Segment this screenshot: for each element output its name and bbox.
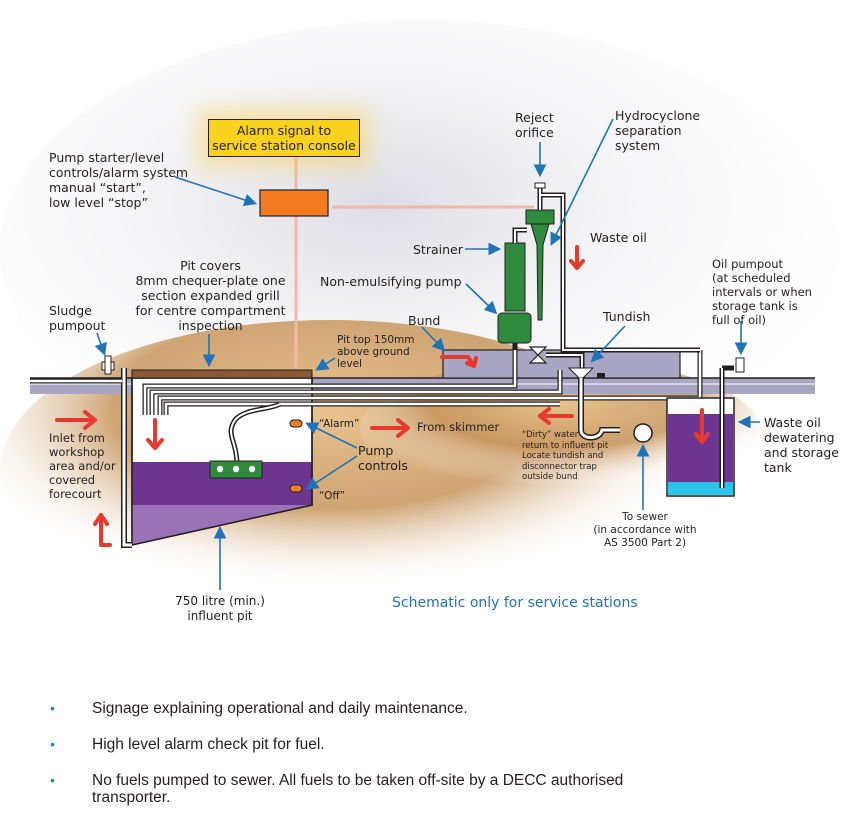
flow-arrow-tank (694, 408, 710, 444)
flow-arrow-bund (440, 355, 478, 368)
label-waste-oil-tank: Waste oil dewatering and storage tank (764, 415, 839, 475)
bullet-dot-icon: • (50, 772, 55, 788)
bullet-dot-icon: • (50, 700, 55, 716)
alarm-float (289, 419, 303, 428)
flow-arrow-inlet (55, 410, 97, 430)
oil-pumpout-fitting (735, 357, 745, 373)
callout-alarm-float (305, 422, 358, 449)
hydrocyclone-cone (530, 223, 550, 321)
bullet-item: •High level alarm check pit for fuel. (50, 736, 325, 753)
hydrocyclone-head (525, 209, 555, 225)
callout-pit-top (315, 357, 336, 371)
label-waste-oil: Waste oil (590, 230, 647, 245)
label-pump-controls: Pump controls (358, 443, 408, 473)
callout-bund (421, 326, 446, 352)
schematic-drawing (0, 20, 840, 620)
flow-arrow-dirty-water (538, 407, 574, 425)
tundish-and-trap (567, 367, 653, 443)
label-pump-starter: Pump starter/level controls/alarm system… (49, 150, 189, 210)
callout-arrows (94, 118, 760, 590)
waste-oil-storage-tank (666, 357, 745, 497)
bullet-item: •Signage explaining operational and dail… (50, 700, 468, 717)
label-dirty-water: “Dirty” water return to influent pit Loc… (522, 430, 609, 482)
callout-off-float (305, 455, 358, 490)
label-alarm-float: “Alarm” (319, 418, 360, 430)
label-inlet: Inlet from workshop area and/or covered … (49, 431, 116, 501)
bullet-list: •Signage explaining operational and dail… (0, 700, 850, 825)
label-strainer: Strainer (413, 242, 463, 257)
callout-pump (465, 283, 498, 315)
alarm-signal-box: Alarm signal to service station console (208, 119, 360, 157)
label-pit-top: Pit top 150mm above ground level (337, 334, 415, 370)
oil-water-separator-schematic: Alarm signal to service station console … (0, 20, 840, 623)
strainer (504, 242, 526, 312)
reject-orifice (534, 182, 546, 189)
label-oil-pumpout: Oil pumpout (at scheduled intervals or w… (712, 257, 812, 327)
sludge-pumpout-fitting (101, 355, 115, 375)
label-pit-covers: Pit covers 8mm chequer-plate one section… (135, 258, 286, 333)
callout-sludge (94, 332, 107, 357)
flow-arrows (55, 245, 710, 547)
callout-pump-starter (174, 176, 258, 207)
non-emulsifying-pump (497, 312, 532, 344)
alarm-signal-label: Alarm signal to service station console (212, 123, 356, 153)
bullet-dot-icon: • (50, 736, 55, 752)
off-float (289, 484, 303, 493)
label-bund: Bund (408, 313, 441, 328)
flow-arrow-waste-oil (569, 245, 585, 270)
label-non-emulsifying-pump: Non-emulsifying pump (320, 274, 462, 289)
label-to-sewer: To sewer (in accordance with AS 3500 Par… (593, 511, 697, 549)
callout-hydrocyclone (550, 118, 614, 246)
label-tundish: Tundish (603, 309, 651, 324)
disconnector-trap (633, 423, 653, 443)
flow-arrow-inlet-up (93, 513, 112, 547)
callout-tundish (590, 325, 626, 363)
label-influent-pit: 750 litre (min.) influent pit (175, 594, 265, 623)
flow-arrow-skimmer (370, 418, 410, 438)
pit-pipework (30, 350, 703, 415)
soil-wash-right (360, 360, 760, 500)
label-reject-orifice: Reject orifice (515, 110, 554, 140)
label-sludge-pumpout: Sludge pumpout (49, 303, 106, 333)
valve (528, 346, 548, 364)
label-off-float: “Off” (319, 490, 346, 502)
flow-arrow-pit-down (146, 418, 164, 450)
schematic-note: Schematic only for service stations (392, 595, 638, 611)
label-hydrocyclone: Hydrocyclone separation system (615, 108, 701, 153)
pit-cover (131, 369, 313, 379)
bullet-item: •No fuels pumped to sewer. All fuels to … (50, 772, 624, 806)
pump-starter-box (259, 189, 329, 217)
label-from-skimmer: From skimmer (417, 420, 500, 434)
skimmer (209, 401, 282, 479)
equipment (497, 182, 700, 370)
